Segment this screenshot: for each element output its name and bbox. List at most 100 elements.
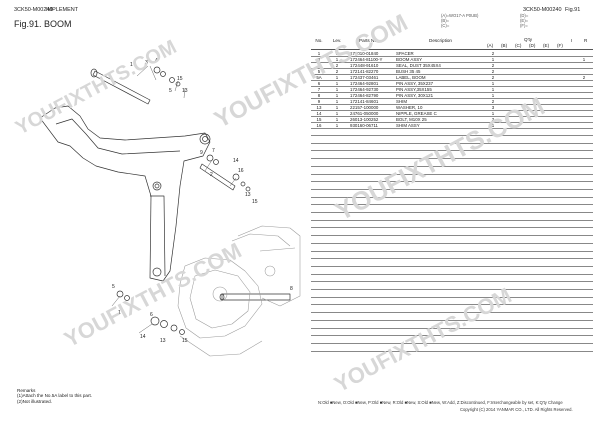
- table-row: [311, 182, 593, 190]
- boom-arm-outline: [39, 105, 211, 282]
- cell-no: 1: [317, 50, 321, 56]
- cell-lev: 1: [335, 56, 339, 62]
- col-header-description: Description: [429, 38, 452, 43]
- diagram-label: 5: [169, 88, 172, 94]
- diagram-label: 16: [238, 168, 244, 174]
- section-name: IMPLEMENT: [46, 7, 79, 13]
- diagram-label: 4: [155, 58, 158, 64]
- model-legend-b: (B)=: [441, 18, 450, 23]
- cell-qa: 2: [491, 68, 495, 74]
- table-row: [311, 305, 593, 314]
- table-row: [311, 259, 593, 267]
- cell-lev: 1: [335, 116, 339, 122]
- cell-desc: WASHER, 10: [396, 104, 423, 110]
- cell-part: 172141-82270: [350, 68, 379, 74]
- remarks-block: Remarks (1)Attach the No.5A label to thi…: [17, 388, 92, 404]
- table-row: [311, 190, 593, 198]
- qty-col-e: (E): [543, 43, 550, 48]
- model-legend-f: (F)=: [520, 23, 528, 28]
- cell-desc: NIPPLE, GREASE C: [396, 110, 437, 116]
- remark-line: (1)Attach the No.5A label to this part.: [17, 393, 93, 399]
- table-row: [311, 290, 593, 298]
- col-header-lev: Lev.: [332, 38, 342, 43]
- table-row: [311, 282, 593, 290]
- table-row: [311, 344, 593, 352]
- table-row: [311, 213, 593, 221]
- table-row: [311, 313, 593, 321]
- pin-6: [92, 70, 151, 105]
- diagram-label: 3: [145, 60, 148, 66]
- diagram-label: 14: [140, 334, 146, 340]
- cell-qa: 2: [491, 50, 495, 56]
- cell-no: 8: [317, 92, 321, 98]
- diagram-label: 5: [112, 284, 115, 290]
- table-row: [311, 151, 593, 160]
- cell-desc: BOOM ASSY: [396, 56, 423, 62]
- cell-lev: 1: [335, 122, 339, 128]
- cell-qa: 1: [491, 122, 495, 128]
- cell-part: 172010-01840: [350, 50, 379, 56]
- cell-part: 22157-100000: [350, 104, 379, 110]
- cell-no: 9: [317, 98, 321, 104]
- diagram-label: 14: [233, 158, 239, 164]
- right-fig-number: Fig.91: [565, 7, 581, 13]
- table-row: [311, 251, 593, 260]
- table-row: [311, 336, 593, 344]
- diagram-label: 7: [212, 148, 215, 154]
- diagram-label: 8: [290, 286, 293, 292]
- cell-part: 172448-91610: [350, 62, 379, 68]
- cell-desc: PIN ASSY, 30X121: [396, 92, 434, 98]
- table-row: [311, 220, 593, 229]
- table-row: [311, 236, 593, 244]
- remark-line: (2)Not illustrated.: [17, 398, 52, 404]
- cell-no: 13: [316, 104, 322, 110]
- cell-part: 172464-81100-Y: [350, 56, 383, 62]
- cell-desc: LABEL, BOOM: [396, 74, 426, 80]
- table-row: [311, 321, 593, 329]
- qty-col-a: (A): [487, 43, 494, 48]
- cell-qa: 1: [491, 110, 495, 116]
- table-row: [311, 159, 593, 167]
- table-row: [311, 136, 593, 144]
- diagram-label: 15: [182, 338, 188, 344]
- cell-lev: 1: [335, 86, 339, 92]
- cell-lev: 1: [335, 74, 339, 80]
- table-row: [311, 328, 593, 337]
- cell-part: 930160-06711: [350, 122, 378, 128]
- cell-no: 5A: [316, 74, 322, 80]
- cell-no: 14: [316, 110, 322, 116]
- cell-qa: 2: [491, 98, 495, 104]
- table-row: [311, 244, 593, 252]
- cell-qa: 3: [491, 104, 495, 110]
- diagram-label: 15: [177, 76, 183, 82]
- cell-no: 6: [317, 80, 321, 86]
- pin-8: [199, 163, 236, 191]
- cell-desc: SHIM ASSY: [396, 122, 420, 128]
- model-legend-a: (A)=WO17-A P0UB): [441, 13, 479, 18]
- cell-qa: 1: [491, 56, 495, 62]
- remarks-title: Remarks: [17, 388, 36, 393]
- cell-qa: 1: [491, 86, 495, 92]
- cell-no: 15: [316, 116, 322, 122]
- cell-lev: 1: [335, 80, 339, 86]
- model-legend-left: (A)=WO17-A P0UB) (B)= (C)=: [441, 13, 478, 28]
- cell-lev: 1: [335, 104, 339, 110]
- qty-col-b: (B): [501, 43, 508, 48]
- cell-qa: 2: [491, 62, 495, 68]
- right-model-code: 3CK50-M00240: [523, 7, 562, 13]
- diagram-label: 1: [118, 310, 121, 316]
- cell-part: 26013-100252: [350, 116, 379, 122]
- table-row: [311, 128, 593, 136]
- cell-part: 172464-92730: [350, 86, 379, 92]
- table-row: [311, 267, 593, 275]
- table-row: [311, 274, 593, 283]
- model-legend-right: (D)= (E)= (F)=: [520, 13, 528, 28]
- table-row: [311, 174, 593, 183]
- table-row: 13 1 22157-100000 WASHER, 10 3: [311, 104, 593, 111]
- model-code: 3CK50-M00240: [14, 7, 53, 13]
